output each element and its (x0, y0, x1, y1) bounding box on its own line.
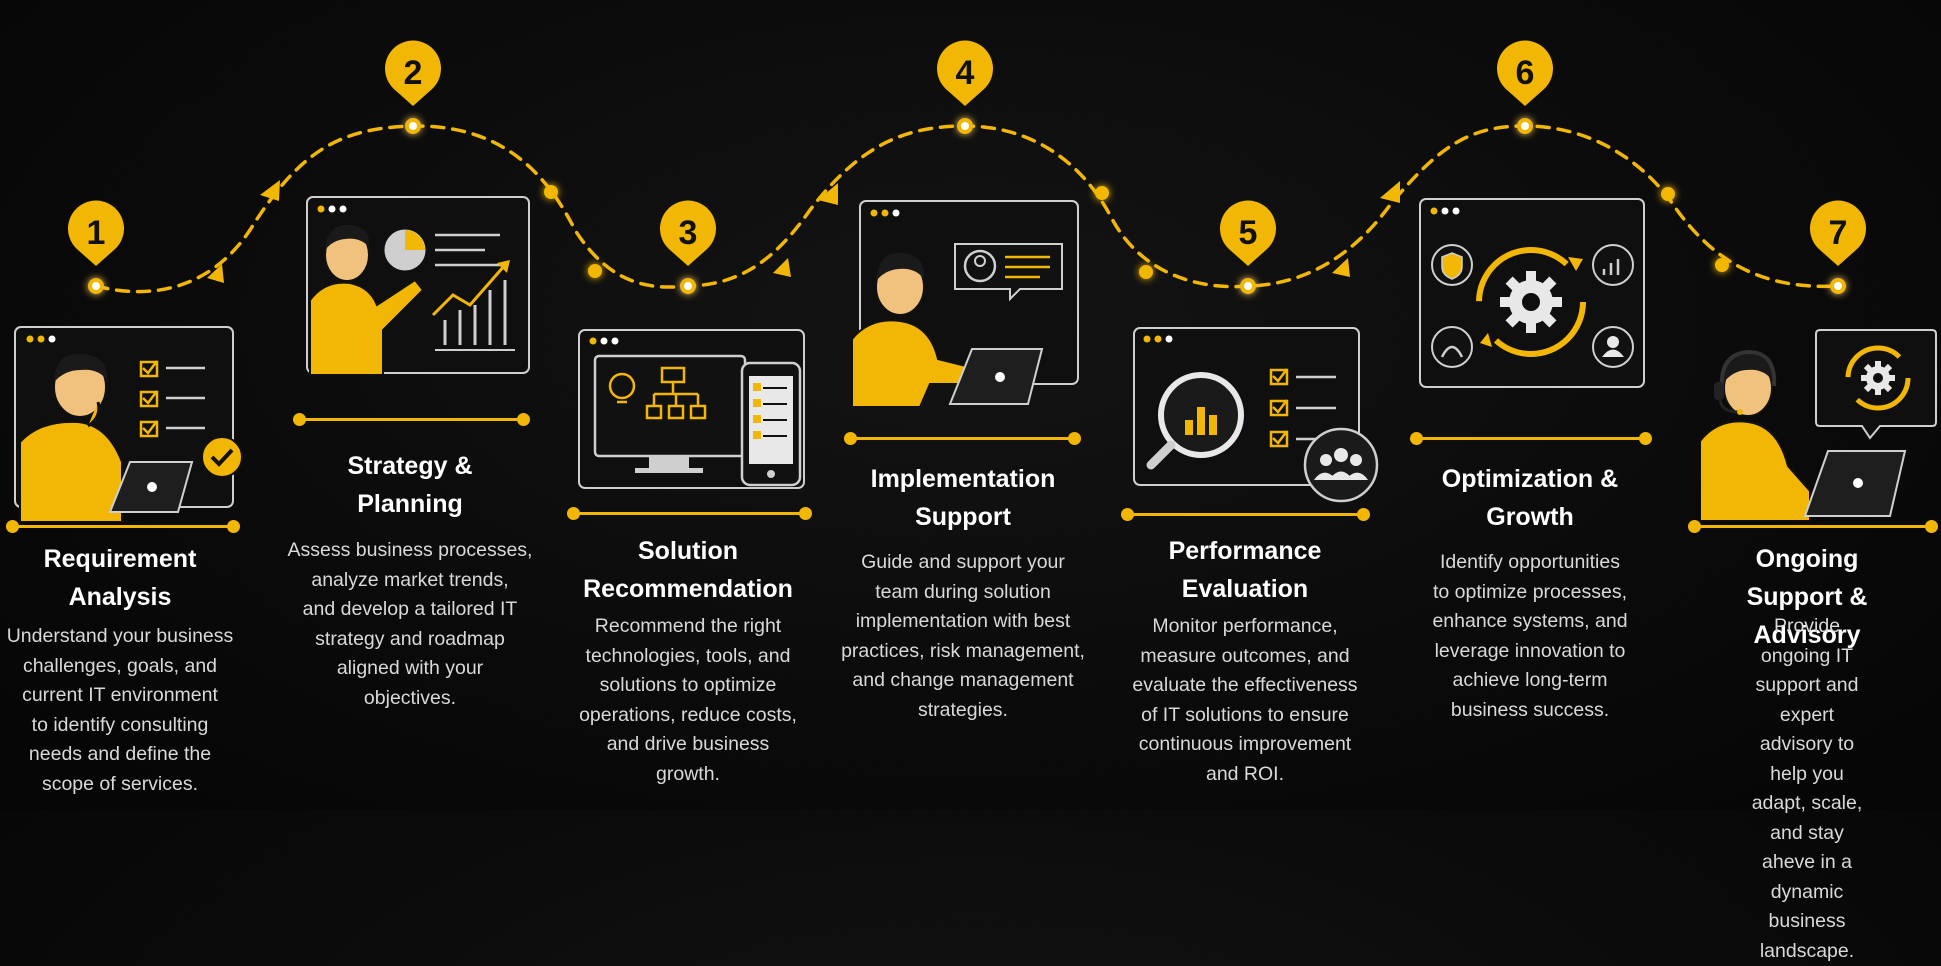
step-4-title: Implementation Support (870, 465, 1056, 531)
gear-cycle-dashboard-icon (1419, 198, 1645, 388)
pin-3-number: 3 (679, 214, 698, 252)
step-3-title: Solution Recommendation (583, 537, 793, 603)
step-1-description: Understand your business challenges, goa… (6, 625, 234, 795)
step-3-description: Recommend the right technologies, tools,… (579, 615, 797, 785)
pin-3: 3 (660, 200, 716, 266)
pin-7: 7 (1810, 200, 1866, 266)
step-7-description: Provide ongoing IT support and expert ad… (1751, 615, 1863, 962)
step-5-description: Monitor performance, measure outcomes, a… (1132, 615, 1358, 785)
process-infographic: 1 2 3 4 5 6 7 (6, 40, 1938, 962)
magnifier-chart-team-icon (1133, 327, 1379, 503)
pin-5: 5 (1220, 200, 1276, 266)
pin-1: 1 (68, 200, 124, 266)
step-6-underline (1410, 432, 1652, 445)
step-2-underline (293, 413, 530, 426)
step-4-description: Guide and support your team during solut… (841, 551, 1085, 721)
step-7-title: Ongoing Support & Advisory (1746, 545, 1868, 649)
step-6-description: Identify opportunities to optimize proce… (1432, 551, 1628, 721)
pin-5-number: 5 (1239, 214, 1258, 252)
step-3-underline (567, 507, 812, 520)
monitor-flowchart-phone-checklist-icon (578, 329, 805, 489)
step-2-description: Assess business processes, analyze marke… (287, 539, 533, 709)
pin-6: 6 (1497, 40, 1553, 106)
pin-7-number: 7 (1829, 214, 1848, 252)
step-6-title: Optimization & Growth (1441, 465, 1619, 531)
pin-2: 2 (385, 40, 441, 106)
pin-1-number: 1 (87, 214, 106, 252)
step-1-title: Requirement Analysis (43, 545, 197, 611)
pin-2-number: 2 (404, 54, 423, 92)
person-thinking-laptop-checklist-icon (14, 326, 243, 522)
roadmap-path: 1 2 3 4 5 6 7 (68, 40, 1866, 294)
person-headset-laptop-gear-icon (1700, 329, 1937, 521)
step-2-title: Strategy & Planning (347, 452, 473, 518)
step-5-underline (1121, 508, 1370, 521)
step-7-underline (1688, 520, 1938, 533)
step-1-underline (6, 520, 240, 533)
pin-4-number: 4 (956, 54, 975, 92)
person-presenting-charts-icon (306, 196, 530, 375)
path-arrows (207, 180, 1400, 283)
person-working-laptop-profile-icon (851, 200, 1079, 408)
step-5-title: Performance Evaluation (1168, 537, 1322, 603)
pin-6-number: 6 (1516, 54, 1535, 92)
path-dots (88, 118, 1846, 294)
pin-4: 4 (937, 40, 993, 106)
step-4-underline (844, 432, 1081, 445)
